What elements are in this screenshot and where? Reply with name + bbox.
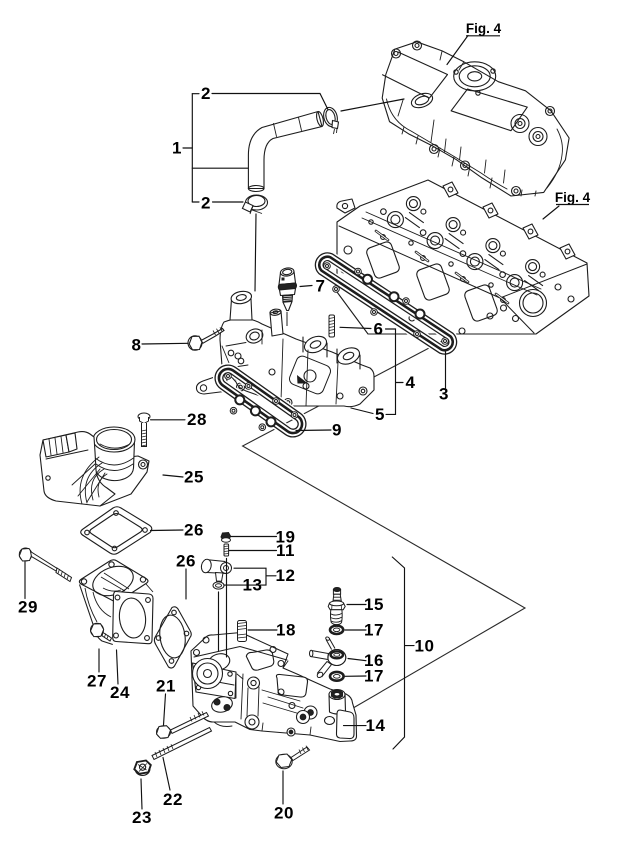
svg-text:11: 11 xyxy=(276,541,295,560)
svg-text:17: 17 xyxy=(364,621,384,640)
svg-text:21: 21 xyxy=(156,677,176,696)
svg-text:23: 23 xyxy=(132,808,152,827)
svg-text:22: 22 xyxy=(163,790,183,809)
svg-text:5: 5 xyxy=(375,405,385,424)
svg-text:29: 29 xyxy=(18,598,38,617)
svg-text:18: 18 xyxy=(276,621,296,640)
svg-text:17: 17 xyxy=(364,667,384,686)
svg-text:7: 7 xyxy=(316,277,326,296)
svg-text:3: 3 xyxy=(439,385,449,404)
svg-text:10: 10 xyxy=(415,637,435,656)
svg-text:12: 12 xyxy=(276,566,296,585)
svg-text:8: 8 xyxy=(132,336,142,355)
svg-text:9: 9 xyxy=(332,421,342,440)
svg-text:1: 1 xyxy=(172,139,182,158)
svg-text:14: 14 xyxy=(366,716,386,735)
svg-text:Fig. 4: Fig. 4 xyxy=(466,21,502,36)
svg-text:16: 16 xyxy=(364,651,384,670)
svg-text:2: 2 xyxy=(201,194,211,213)
svg-text:4: 4 xyxy=(406,373,416,392)
svg-text:15: 15 xyxy=(364,595,384,614)
svg-text:24: 24 xyxy=(110,683,130,702)
svg-text:25: 25 xyxy=(184,468,204,487)
svg-text:Fig. 4: Fig. 4 xyxy=(555,190,591,205)
svg-text:26: 26 xyxy=(184,521,204,540)
svg-text:27: 27 xyxy=(87,672,107,691)
svg-text:2: 2 xyxy=(201,84,211,103)
svg-text:13: 13 xyxy=(243,576,263,595)
svg-text:26: 26 xyxy=(176,552,196,571)
svg-text:28: 28 xyxy=(187,410,207,429)
svg-text:6: 6 xyxy=(374,320,384,339)
svg-text:19: 19 xyxy=(276,528,296,547)
svg-text:20: 20 xyxy=(274,804,294,823)
